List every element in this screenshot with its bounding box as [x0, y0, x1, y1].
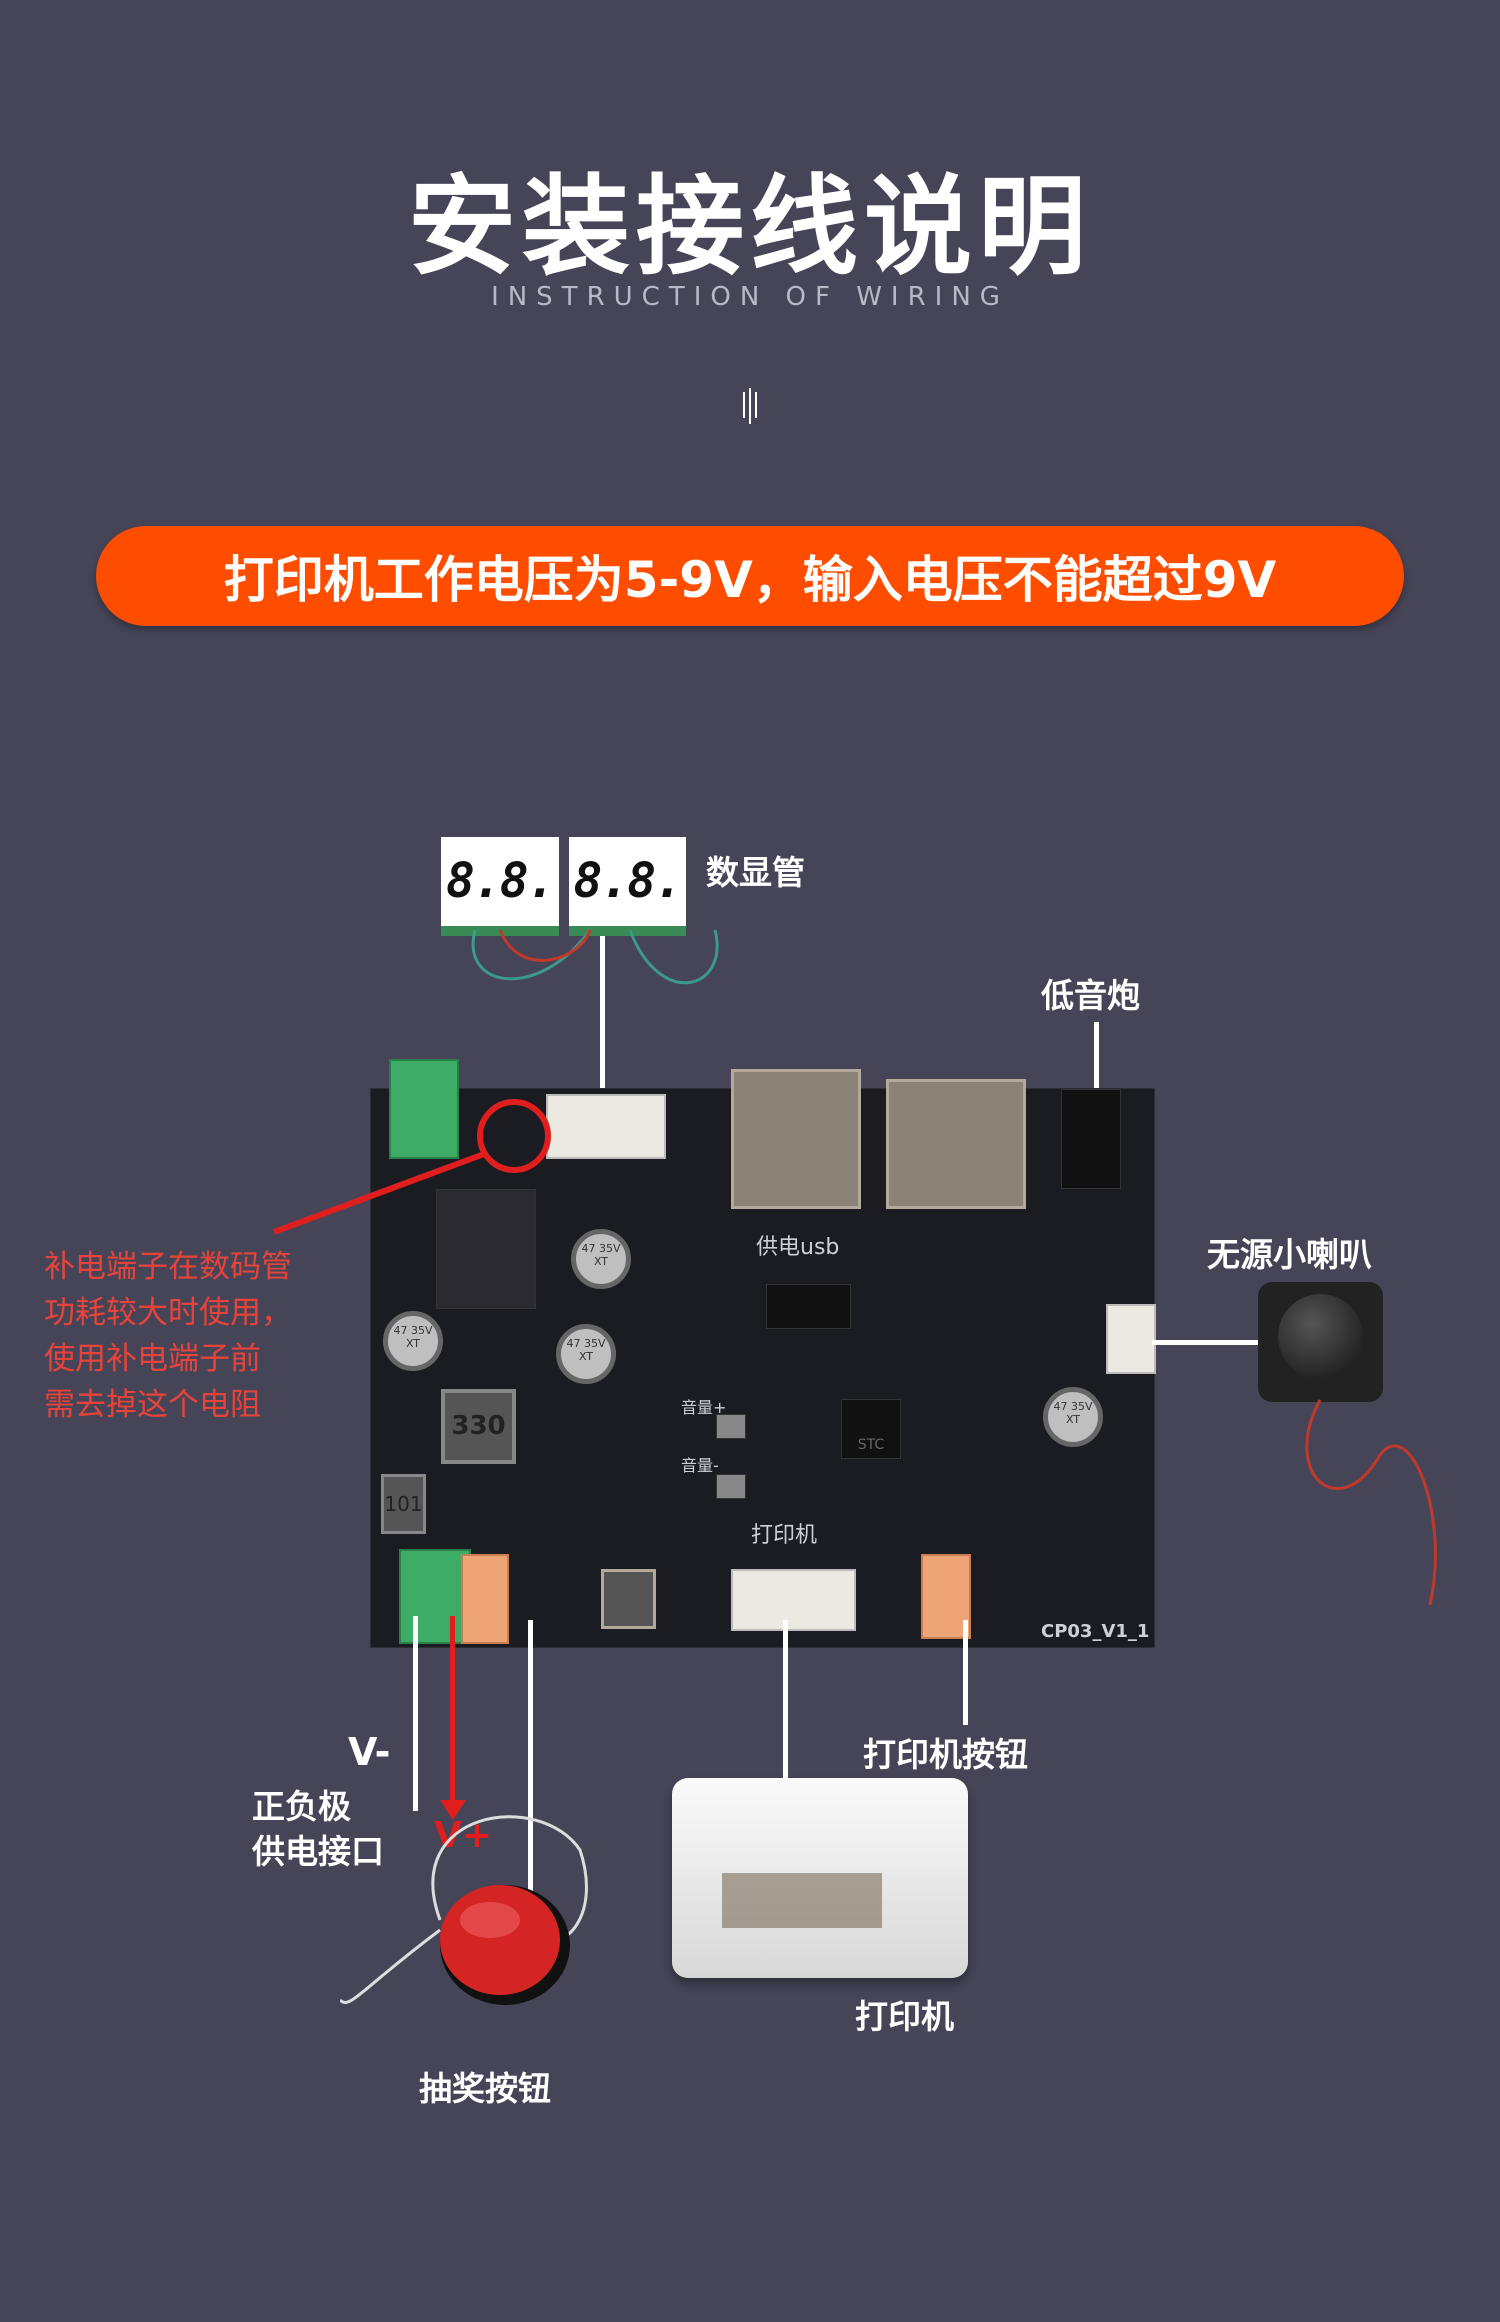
leader-line — [783, 1620, 788, 1780]
volume-up-label: 音量+ — [681, 1398, 727, 1417]
aux-power-terminal — [389, 1059, 459, 1159]
inductor: 330 — [441, 1389, 516, 1464]
page-subtitle: INSTRUCTION OF WIRING — [491, 282, 1009, 312]
usb-c-port — [601, 1569, 656, 1629]
capacitor: 47 35V XT — [571, 1229, 631, 1289]
leader-line — [600, 936, 605, 1090]
display-label: 数显管 — [706, 853, 805, 892]
mcu-chip: STC — [841, 1399, 901, 1459]
resistor-annotation: 补电端子在数码管 功耗较大时使用， 使用补电端子前 需去掉这个电阻 — [44, 1244, 292, 1428]
volume-down-button[interactable] — [716, 1474, 746, 1499]
speaker-connector — [1106, 1304, 1156, 1374]
usb-power-label: 供电usb — [756, 1235, 840, 1260]
voltage-warning-banner: 打印机工作电压为5-9V，输入电压不能超过9V — [96, 526, 1404, 626]
annotation-line: 使用补电端子前 — [44, 1341, 261, 1377]
digit-display: 8.8. 8.8. — [441, 837, 686, 936]
subwoofer-label: 低音炮 — [1041, 976, 1140, 1015]
audio-jack — [1061, 1089, 1121, 1189]
capacitor: 47 35V XT — [383, 1311, 443, 1371]
passive-speaker — [1258, 1282, 1383, 1402]
sd-card-slot — [886, 1079, 1026, 1209]
pcb-board: 47 35V XT 47 35V XT 47 35V XT 47 35V XT … — [370, 1059, 1156, 1648]
leader-line — [1094, 1022, 1099, 1132]
printer-connector — [731, 1569, 856, 1631]
lottery-button — [340, 1815, 588, 2005]
digit-module: 8.8. — [568, 837, 686, 936]
printer-port-label: 打印机 — [751, 1523, 818, 1548]
arrow-down-icon — [440, 1800, 466, 1820]
thermal-printer — [672, 1778, 968, 1978]
power-port-label-1: 正负极 — [252, 1787, 351, 1826]
power-terminal — [399, 1549, 471, 1644]
leader-line — [413, 1616, 418, 1811]
display-wires — [471, 929, 719, 985]
printer-button-connector — [921, 1554, 971, 1639]
page-title: 安装接线说明 — [407, 165, 1092, 290]
printer-label: 打印机 — [855, 1997, 954, 2036]
speaker-wire — [1305, 1399, 1437, 1606]
lottery-button-label: 抽奖按钮 — [419, 2069, 551, 2108]
regulator-chip — [436, 1189, 536, 1309]
speaker-label: 无源小喇叭 — [1207, 1235, 1372, 1274]
divider-icon — [743, 388, 757, 424]
positive-line — [450, 1616, 455, 1806]
power-port-label-2: 供电接口 — [252, 1832, 384, 1871]
volume-down-label: 音量- — [681, 1456, 719, 1475]
display-connector — [546, 1094, 666, 1159]
board-model: CP03_V1_1 — [1041, 1621, 1150, 1642]
capacitor: 47 35V XT — [1043, 1387, 1103, 1447]
leader-line — [963, 1620, 968, 1725]
annotation-line: 功耗较大时使用， — [44, 1295, 292, 1331]
usb-a-port — [731, 1069, 861, 1209]
annotation-line: 补电端子在数码管 — [44, 1249, 292, 1285]
annotation-line: 需去掉这个电阻 — [44, 1387, 261, 1423]
resistor-callout — [272, 1099, 551, 1235]
volume-up-button[interactable] — [716, 1414, 746, 1439]
inductor: 101 — [381, 1474, 426, 1534]
leader-line — [1152, 1340, 1262, 1345]
ic-chip — [766, 1284, 851, 1329]
leader-line — [528, 1620, 533, 1900]
printer-button-label: 打印机按钮 — [863, 1735, 1028, 1774]
capacitor: 47 35V XT — [556, 1324, 616, 1384]
v-minus-label: V- — [348, 1730, 391, 1774]
lottery-button-connector — [461, 1554, 509, 1644]
